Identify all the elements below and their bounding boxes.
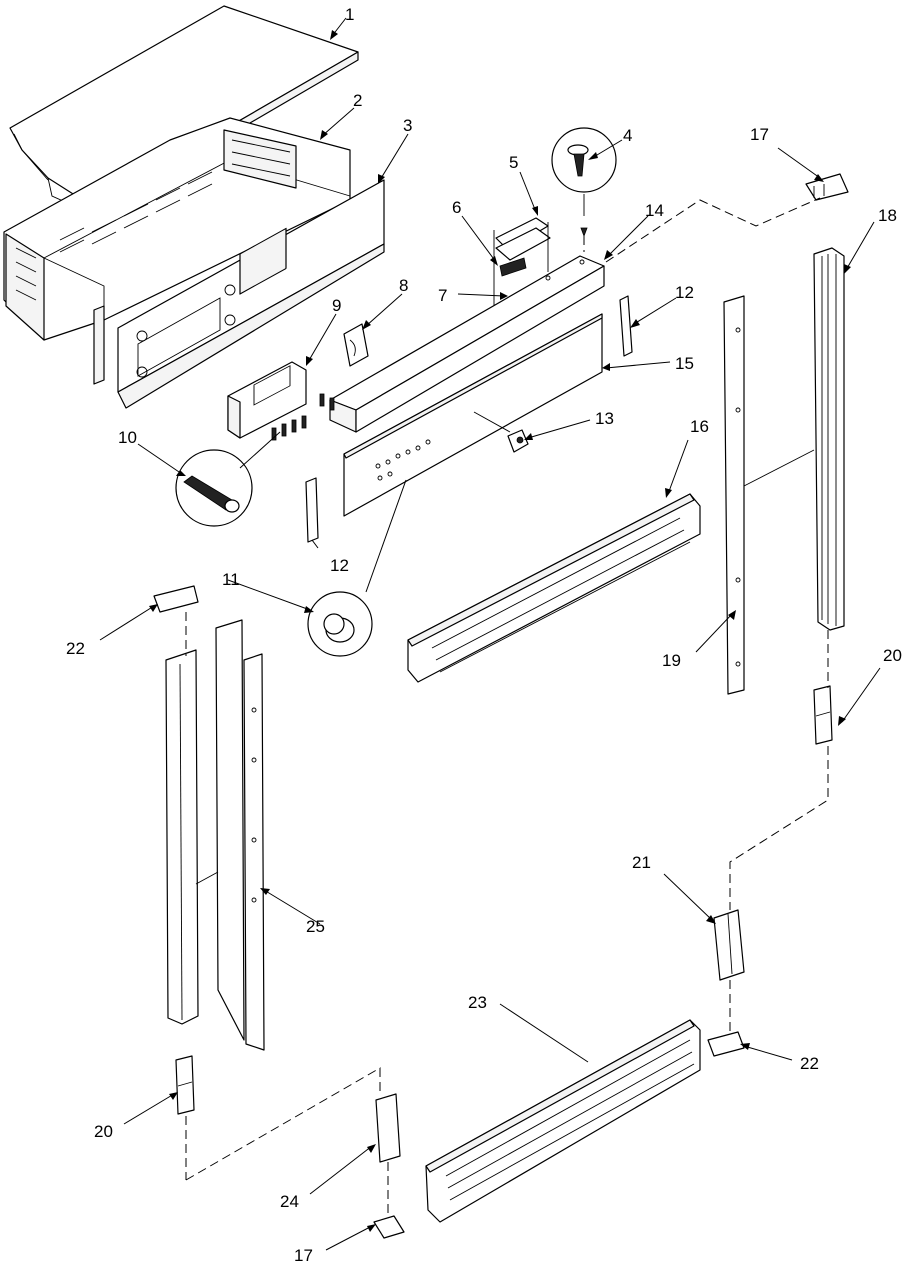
part-25-side-brackets [215, 619, 265, 1051]
part-24-upright [375, 1093, 401, 1163]
callout-7: 7 [438, 286, 447, 305]
part-17-clip-bottom [373, 1215, 405, 1239]
part-4-screw-detail [551, 127, 617, 238]
callout-25: 25 [306, 917, 325, 936]
part-20-h-connector-left [175, 1055, 195, 1115]
callout-17-bottom: 17 [294, 1246, 313, 1265]
callout-10: 10 [118, 428, 137, 447]
callout-5: 5 [509, 153, 518, 172]
callout-4: 4 [623, 126, 632, 145]
part-20-h-connector-right [813, 685, 833, 745]
callout-16: 16 [690, 417, 709, 436]
callout-12-lower: 12 [330, 556, 349, 575]
callout-20-left: 20 [94, 1122, 113, 1141]
callout-6: 6 [452, 198, 461, 217]
part-12-strip-lower [305, 477, 319, 543]
part-6-spring [499, 257, 527, 277]
callout-23: 23 [468, 993, 487, 1012]
callout-17-top: 17 [750, 125, 769, 144]
part-3-front-rail [117, 179, 385, 409]
callout-21: 21 [632, 853, 651, 872]
part-19-vertical-bracket [723, 295, 745, 695]
part-23-bottom-grille [425, 1019, 701, 1223]
callout-20-right: 20 [883, 646, 902, 665]
callout-14: 14 [645, 201, 664, 220]
callout-22-bottom: 22 [800, 1054, 819, 1073]
part-2-housing [3, 117, 351, 385]
callout-19: 19 [662, 651, 681, 670]
part-21-upright [713, 909, 745, 981]
part-10-knob-detail [175, 449, 253, 527]
leader-lines [99, 17, 881, 1251]
callout-15: 15 [675, 354, 694, 373]
callout-18: 18 [878, 206, 897, 225]
callout-8: 8 [399, 276, 408, 295]
callout-11: 11 [222, 570, 240, 589]
part-14-frame-bar [329, 255, 605, 433]
part-15-front-panel [343, 313, 603, 517]
callout-24: 24 [280, 1192, 299, 1211]
part-13-knob [473, 411, 529, 453]
left-vertical-channel [165, 649, 199, 1025]
part-8-bracket [343, 323, 369, 367]
part-9-control-module [227, 361, 335, 441]
part-16-grille-rail [407, 493, 701, 683]
callout-labels: 1 2 3 4 5 6 7 8 9 10 11 12 12 13 14 15 1… [66, 5, 902, 1265]
part-22-end-cap-top [153, 585, 199, 613]
callout-3: 3 [403, 116, 412, 135]
callout-22-top: 22 [66, 639, 85, 658]
callout-9: 9 [332, 296, 341, 315]
part-11-button-detail [307, 591, 373, 657]
callout-1: 1 [345, 5, 354, 24]
callout-12-upper: 12 [675, 283, 694, 302]
alignment-lines [185, 197, 829, 1218]
callout-13: 13 [595, 409, 614, 428]
callout-2: 2 [353, 91, 362, 110]
part-18-vertical-extrusion [813, 247, 845, 631]
part-12-strip-upper [619, 295, 633, 357]
part-17-clip-top [805, 173, 849, 201]
part-5-latch-clip [493, 217, 551, 312]
part-22-end-cap-bottom [707, 1031, 745, 1057]
